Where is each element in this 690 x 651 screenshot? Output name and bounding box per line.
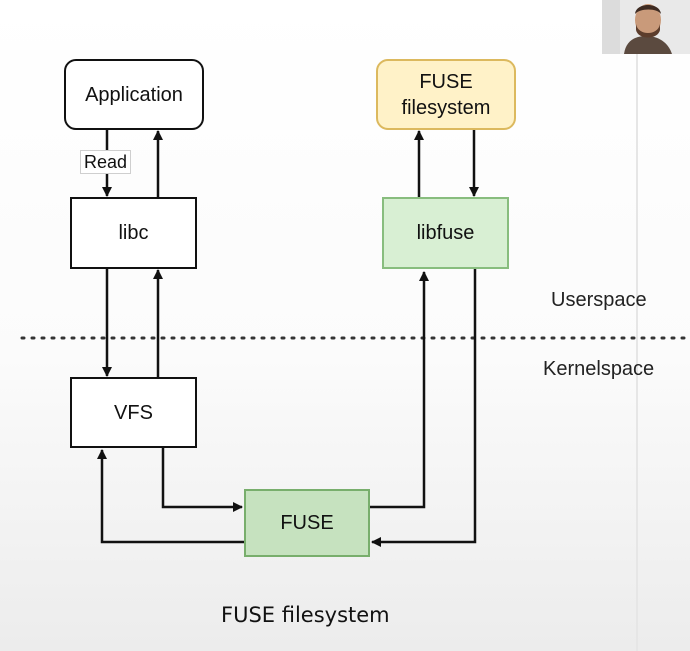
arrow-vfs-to-fuse (161, 448, 243, 512)
libc-node: libc (70, 197, 197, 269)
arrow-fuse-to-libfuse (370, 271, 429, 509)
presenter-avatar-icon (602, 0, 690, 54)
slide-edge-line (636, 54, 638, 651)
arrow-libfuse-to-fuse (371, 269, 477, 547)
kernelspace-label: Kernelspace (543, 358, 655, 380)
slide-caption: FUSE filesystem (221, 603, 390, 627)
userspace-label: Userspace (551, 289, 647, 311)
libc-label: libc (118, 222, 149, 244)
presenter-webcam-thumbnail (602, 0, 690, 54)
fuse-filesystem-label: FUSE filesystem (401, 70, 491, 119)
fuse-filesystem-node: FUSE filesystem (376, 59, 516, 130)
arrow-fuse-to-vfs (97, 449, 244, 544)
vfs-label: VFS (114, 401, 153, 424)
libfuse-label: libfuse (416, 222, 475, 244)
fuse-node: FUSE (244, 489, 370, 557)
read-edge-label: Read (80, 150, 132, 174)
vfs-node: VFS (70, 377, 197, 448)
fuse-label: FUSE (280, 512, 334, 534)
application-label: Application (85, 83, 183, 106)
libfuse-node: libfuse (382, 197, 509, 269)
application-node: Application (64, 59, 204, 130)
